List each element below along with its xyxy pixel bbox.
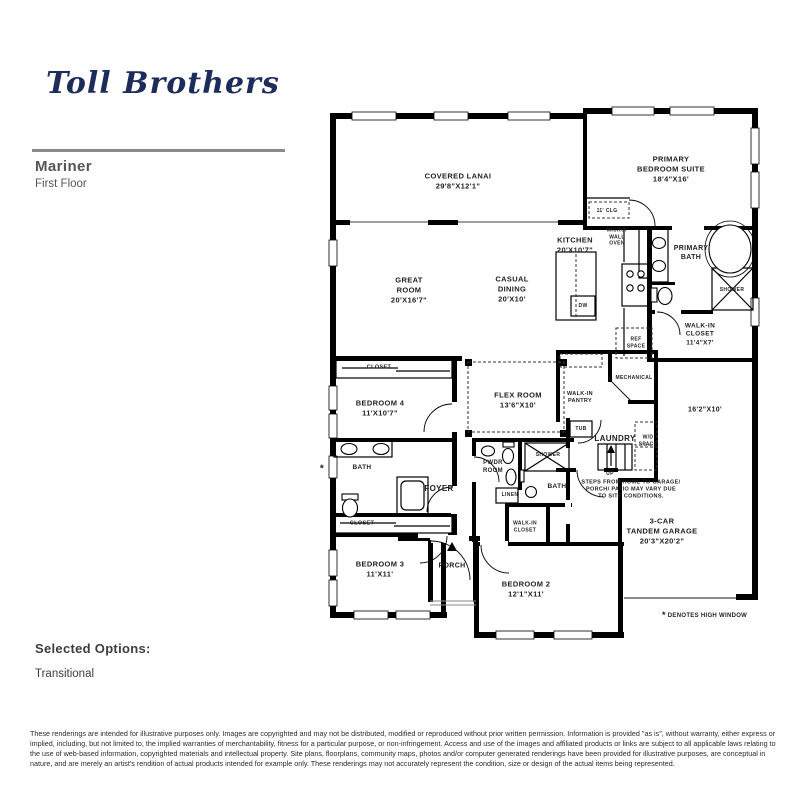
label-laundry: LAUNDRY xyxy=(594,433,636,443)
label-bedroom-4: BEDROOM 4 11'X10'7" xyxy=(355,398,405,417)
divider-line xyxy=(32,149,285,152)
label-bath-bedroom4: BATH xyxy=(352,463,372,471)
label-primary-bedroom-suite: PRIMARY BEDROOM SUITE 18'4"X16' xyxy=(637,154,705,183)
label-casual-dining: CASUAL DINING 20'X10' xyxy=(495,274,529,303)
label-bath2: BATH xyxy=(547,482,567,490)
disclaimer-text: These renderings are intended for illust… xyxy=(30,729,776,769)
label-pwdr-room: PWDR ROOM xyxy=(482,460,504,474)
door-arcs xyxy=(419,199,681,581)
label-primary-shower: SHOWER xyxy=(719,286,745,293)
label-mechanical: MECHANICAL xyxy=(615,374,653,381)
label-dw: DW xyxy=(578,302,588,309)
label-tandem-garage: 3-CAR TANDEM GARAGE 20'3"X20'2" xyxy=(626,516,698,545)
legend-asterisk: * xyxy=(662,610,666,620)
label-bath2-shower: SHOWER xyxy=(535,451,561,458)
label-ref-space: REF SPACE xyxy=(626,336,646,350)
dashed-features xyxy=(467,201,658,471)
bath4-sink-2 xyxy=(372,442,390,456)
label-ceiling-note: 11' CLG xyxy=(596,207,618,214)
stair-up-arrowhead xyxy=(607,445,615,453)
label-covered-lanai: COVERED LANAI 29'8"X12'1" xyxy=(424,171,492,190)
label-laundry-tub: TUB xyxy=(575,425,587,432)
primary-tub-deck xyxy=(704,220,756,278)
bath4-sink-1 xyxy=(340,442,358,456)
pwdr-toilet xyxy=(501,447,515,465)
plan-name: Mariner xyxy=(35,158,92,175)
label-porch: PORCH xyxy=(438,562,466,570)
label-garage-bay-dims: 16'2"X10' xyxy=(688,406,722,414)
primary-toilet-tank xyxy=(650,287,658,303)
label-wd-space: W/D SPACE xyxy=(638,434,658,448)
primary-sink-2 xyxy=(651,259,667,273)
legend-text: DENOTES HIGH WINDOW xyxy=(665,613,748,619)
label-flex-room: FLEX ROOM 13'6"X10' xyxy=(494,390,542,409)
label-up: UP xyxy=(606,470,614,477)
label-bedroom-2: BEDROOM 2 12'1"X11' xyxy=(501,579,551,598)
primary-toilet xyxy=(657,286,673,306)
label-primary-walk-in-closet: WALK-IN CLOSET 11'4"X7' xyxy=(684,322,716,347)
label-bedroom3-closet: CLOSET xyxy=(349,520,375,527)
high-window-legend: * DENOTES HIGH WINDOW xyxy=(662,610,747,620)
floor-name: First Floor xyxy=(35,178,87,190)
selected-options-value: Transitional xyxy=(35,668,95,680)
bath4-toilet xyxy=(341,498,359,518)
label-walk-in-closet2: WALK-IN CLOSET xyxy=(513,520,537,534)
high-window-asterisk: * xyxy=(319,463,325,475)
markers xyxy=(447,445,615,551)
selected-options-heading: Selected Options: xyxy=(35,641,151,656)
interior-walls xyxy=(330,226,758,546)
casework xyxy=(333,197,754,534)
label-micro-wall-oven: MICRO/ WALL OVEN xyxy=(606,227,628,247)
label-foyer: FOYER xyxy=(424,483,454,493)
door-gaps xyxy=(418,225,704,547)
bath2-sink xyxy=(524,485,538,499)
fixtures xyxy=(340,224,752,518)
label-bedroom-3: BEDROOM 3 11'X11' xyxy=(355,559,405,578)
label-walk-in-pantry: WALK-IN PANTRY xyxy=(567,390,593,404)
site-lines xyxy=(350,221,736,606)
windows xyxy=(328,106,760,640)
entry-triangle-marker xyxy=(447,542,457,551)
primary-tub xyxy=(708,224,752,274)
pwdr-toilet-tank xyxy=(502,441,515,448)
label-steps-note: STEPS FROM HOME TO GARAGE/ PORCH/ PATIO … xyxy=(581,479,681,500)
bath2-toilet-tank xyxy=(519,469,525,483)
bath2-toilet xyxy=(505,468,517,486)
label-kitchen: KITCHEN 20'X10'7" xyxy=(556,235,594,254)
label-linen: LINEN xyxy=(501,491,519,498)
label-primary-bath: PRIMARY BATH xyxy=(673,244,709,261)
label-bedroom4-closet: CLOSET xyxy=(366,364,392,371)
label-great-room: GREAT ROOM 20'X16'7" xyxy=(390,275,428,304)
primary-sink-1 xyxy=(651,236,667,250)
toll-brothers-logo: Toll Brothers xyxy=(46,66,280,101)
pwdr-sink xyxy=(480,445,496,457)
